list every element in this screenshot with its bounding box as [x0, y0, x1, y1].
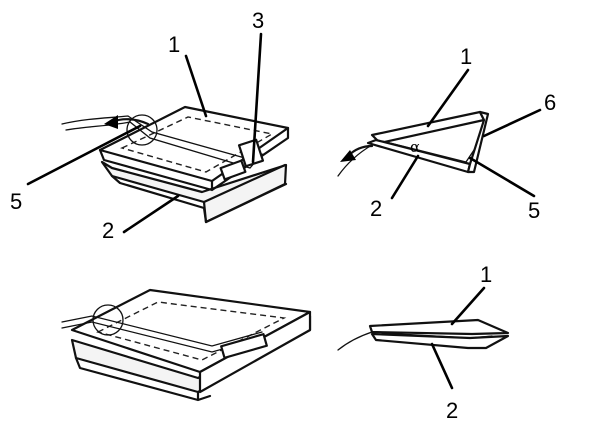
label-5: 5	[10, 189, 22, 214]
closed-base-lower	[76, 358, 210, 400]
closed-lid-dashed	[98, 302, 284, 360]
leader-2	[124, 196, 178, 232]
label-1: 1	[168, 32, 180, 57]
label-2: 2	[370, 196, 382, 221]
hinge-end	[468, 112, 488, 172]
base-side	[112, 176, 206, 222]
upper-plate	[372, 112, 484, 143]
label-1: 1	[460, 44, 472, 69]
leader-5	[470, 158, 534, 196]
label-2: 2	[102, 218, 114, 243]
label-2: 2	[446, 398, 458, 423]
leader-3	[253, 34, 261, 162]
buckle	[237, 138, 265, 168]
buckle-slot	[219, 159, 247, 181]
label-3: 3	[252, 8, 264, 33]
bottom-right-view: 1 2	[338, 262, 508, 423]
label-1: 1	[480, 262, 492, 287]
leader-1	[428, 70, 468, 126]
closed-upper-plate	[370, 320, 508, 334]
angle-alpha: α	[410, 138, 420, 156]
label-5: 5	[528, 198, 540, 223]
leader-6	[484, 110, 540, 136]
closed-detail-circle	[93, 305, 123, 335]
strap-arrowhead	[104, 115, 118, 129]
inner-strap	[382, 141, 474, 162]
closed-inner-strap	[382, 333, 492, 338]
leader-2	[392, 156, 418, 198]
closed-pull-strap	[338, 332, 372, 350]
top-left-view: 1 3 5 2	[10, 8, 288, 243]
leader-1	[186, 56, 206, 116]
lid-inner-dashed	[122, 117, 272, 172]
leader-5	[28, 126, 140, 184]
closed-buckle	[220, 333, 268, 359]
top-right-view: α 1 6 5 2	[338, 44, 556, 223]
base-front-right	[204, 165, 286, 222]
label-6: 6	[544, 90, 556, 115]
closed-right-block	[200, 312, 310, 392]
leader-1	[452, 288, 484, 324]
pull-arrowhead	[340, 150, 356, 162]
leader-2	[432, 344, 452, 388]
bottom-left-view	[62, 290, 310, 400]
detail-circle	[127, 115, 157, 145]
